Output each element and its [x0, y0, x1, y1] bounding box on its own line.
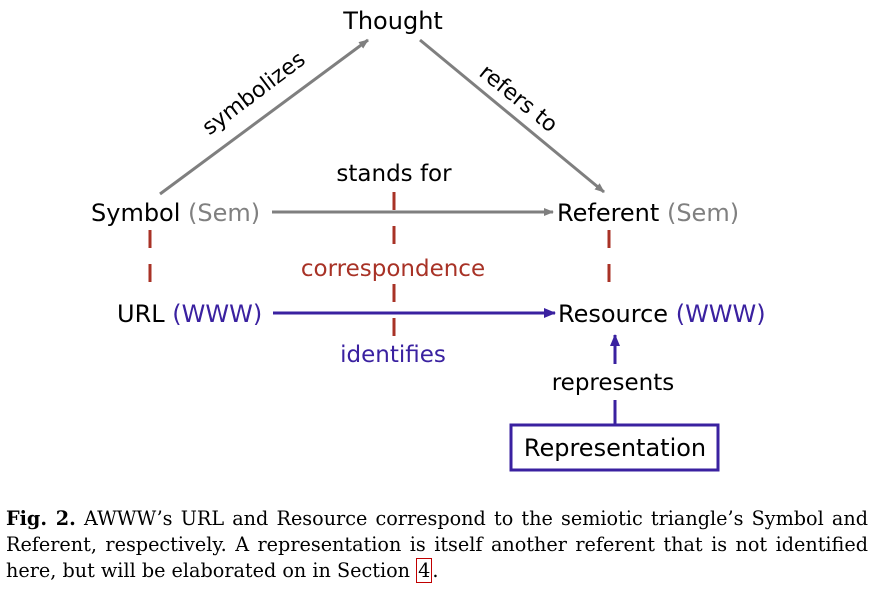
correspondence-label: correspondence	[301, 256, 485, 282]
section-reference-link[interactable]: 4	[416, 558, 433, 583]
semiotic-triangle-diagram: Thought Symbol (Sem) Referent (Sem) URL …	[91, 7, 766, 472]
resource-label: Resource	[558, 300, 668, 328]
resource-node-label: Resource (WWW)	[558, 300, 766, 328]
stands-for-label: stands for	[336, 161, 452, 187]
identifies-label: identifies	[340, 342, 446, 368]
refers-to-label: refers to	[474, 60, 562, 138]
symbol-sem-tag: (Sem)	[188, 199, 260, 227]
caption-label: Fig. 2.	[6, 507, 76, 530]
url-label: URL	[117, 300, 165, 328]
symbolizes-arrow	[159, 38, 369, 196]
refers-to-arrow	[419, 38, 605, 194]
caption-end: .	[432, 559, 439, 582]
represents-label: represents	[552, 370, 675, 396]
caption-text: AWWW’s URL and Resource correspond to th…	[6, 507, 868, 582]
representation-label: Representation	[524, 434, 706, 462]
referent-label: Referent	[557, 199, 659, 227]
symbol-label: Symbol	[91, 199, 180, 227]
representation-box	[509, 423, 720, 472]
referent-node-label: Referent (Sem)	[557, 199, 739, 227]
resource-www-tag: (WWW)	[676, 300, 766, 328]
url-node-label: URL (WWW)	[117, 300, 262, 328]
url-www-tag: (WWW)	[172, 300, 262, 328]
figure-caption: Fig. 2. AWWW’s URL and Resource correspo…	[6, 506, 868, 584]
referent-sem-tag: (Sem)	[667, 199, 739, 227]
thought-label: Thought	[342, 7, 443, 35]
symbol-node-label: Symbol (Sem)	[91, 199, 260, 227]
